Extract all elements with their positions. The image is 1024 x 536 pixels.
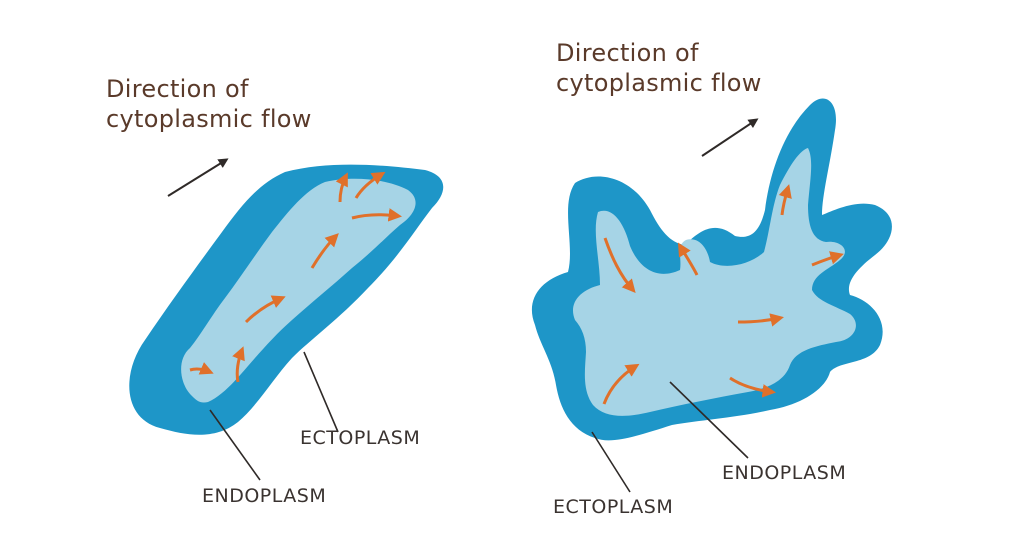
flow-arrow <box>602 363 640 405</box>
right-amoeba <box>531 98 892 493</box>
left-amoeba <box>129 158 444 481</box>
left-endoplasm-leader <box>209 409 261 481</box>
flow-arrow <box>778 184 792 216</box>
right-ectoplasm-label: ECTOPLASM <box>553 496 674 518</box>
flow-arrow <box>811 251 844 267</box>
flow-arrow <box>354 171 386 199</box>
left-flow-label-line2: cytoplasmic flow <box>106 105 312 133</box>
flow-arrow <box>729 376 777 398</box>
right-ectoplasm-leader <box>591 431 631 493</box>
left-ectoplasm-label: ECTOPLASM <box>300 427 421 449</box>
left-flow-label-line1: Direction of <box>106 75 249 103</box>
flow-arrow <box>310 233 339 269</box>
right-endoplasm-leader <box>669 381 749 459</box>
right-endoplasm <box>572 148 856 416</box>
right-flow-label: Direction of cytoplasmic flow <box>556 38 762 98</box>
right-flow-label-line1: Direction of <box>556 39 699 67</box>
right-endoplasm-label: ENDOPLASM <box>722 462 847 484</box>
right-flow-direction-arrow <box>701 118 759 157</box>
flow-arrow <box>232 346 245 383</box>
flow-arrow <box>677 242 699 276</box>
right-flow-label-line2: cytoplasmic flow <box>556 69 762 97</box>
flow-arrow <box>335 172 348 203</box>
flow-arrow <box>244 295 286 324</box>
flow-arrow <box>351 208 403 222</box>
left-flow-direction-arrow <box>167 158 229 197</box>
flow-arrow <box>603 237 636 294</box>
flow-arrow <box>737 313 784 327</box>
left-flow-arrows <box>189 171 403 383</box>
right-flow-arrows <box>602 184 844 405</box>
left-endoplasm-label: ENDOPLASM <box>202 485 327 507</box>
flow-arrow <box>189 362 214 375</box>
left-flow-label: Direction of cytoplasmic flow <box>106 74 312 134</box>
left-ectoplasm-leader <box>303 351 339 433</box>
